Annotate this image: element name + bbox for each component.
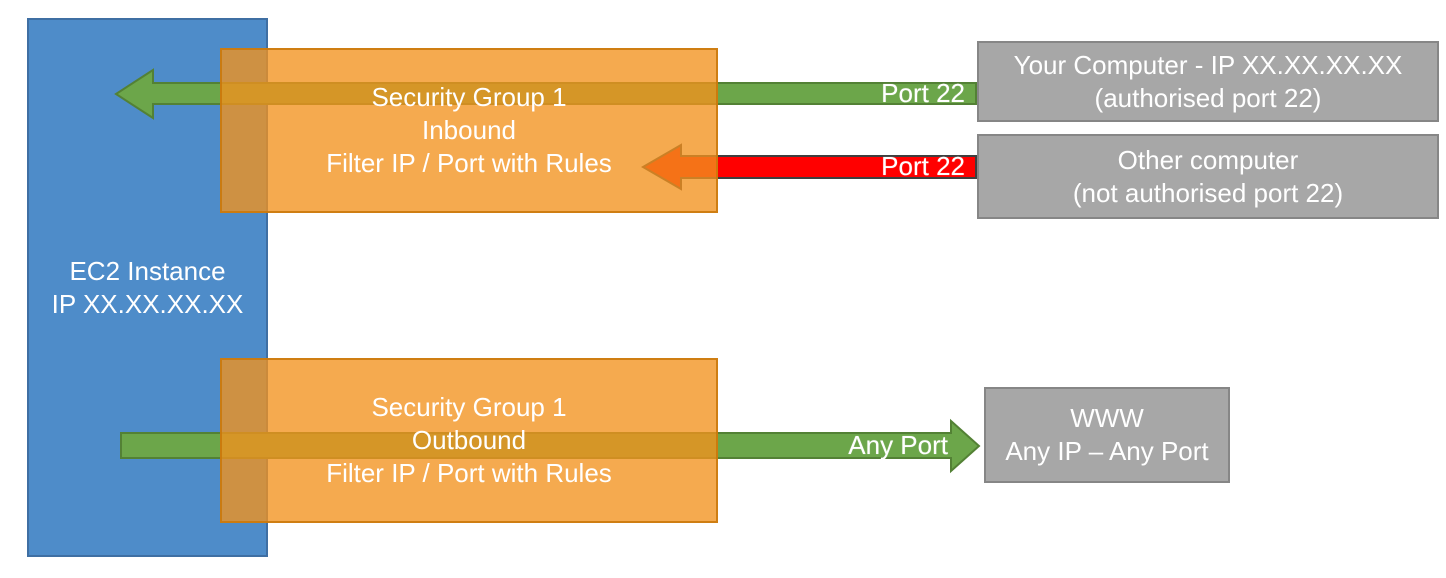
security-group-inbound-title: Security Group 1 — [371, 82, 567, 112]
ec2-instance-ip: IP XX.XX.XX.XX — [51, 288, 244, 319]
security-group-inbound-box: Security Group 1 Inbound Filter IP / Por… — [220, 48, 718, 213]
other-computer-auth-note: (not authorised port 22) — [1072, 177, 1344, 208]
other-computer-title: Other computer — [1117, 144, 1299, 175]
inbound-allowed-port-label: Port 22 — [881, 78, 965, 108]
your-computer-title: Your Computer - IP XX.XX.XX.XX — [1013, 49, 1403, 80]
www-title: WWW — [1070, 403, 1144, 433]
other-computer-box: Other computer (not authorised port 22) — [977, 134, 1439, 219]
security-group-outbound-box: Security Group 1 Outbound Filter IP / Po… — [220, 358, 718, 523]
www-box: WWW Any IP – Any Port — [984, 387, 1230, 483]
security-group-inbound-direction: Inbound — [422, 115, 516, 145]
your-computer-auth-note: (authorised port 22) — [1094, 82, 1322, 113]
inbound-denied-port-label: Port 22 — [881, 151, 965, 181]
www-ip-port: Any IP – Any Port — [1005, 436, 1209, 466]
security-group-outbound-title: Security Group 1 — [371, 392, 567, 422]
your-computer-box: Your Computer - IP XX.XX.XX.XX (authoris… — [977, 41, 1439, 122]
security-group-inbound-description: Filter IP / Port with Rules — [326, 148, 612, 178]
outbound-port-label: Any Port — [848, 430, 948, 460]
security-group-outbound-description: Filter IP / Port with Rules — [326, 458, 612, 488]
security-group-outbound-direction: Outbound — [411, 425, 527, 455]
ec2-instance-title: EC2 Instance — [69, 255, 226, 286]
